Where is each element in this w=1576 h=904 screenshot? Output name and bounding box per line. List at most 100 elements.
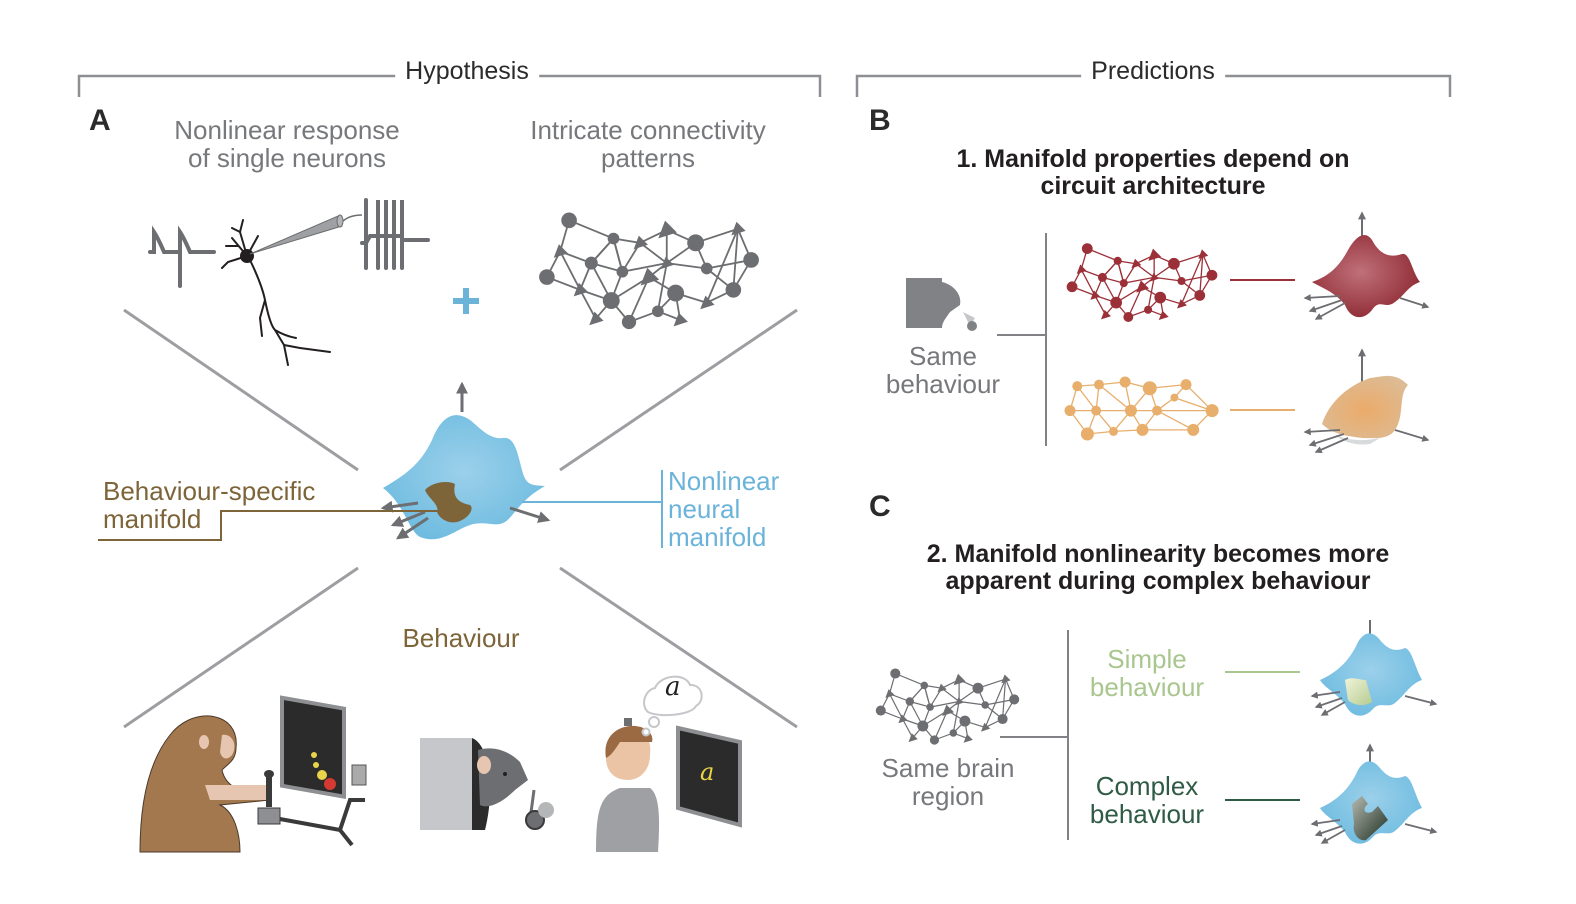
network-node-triangle bbox=[981, 722, 991, 732]
network-node-triangle bbox=[731, 221, 746, 236]
label-line: Simple bbox=[1107, 644, 1187, 674]
orange-manifold bbox=[1303, 348, 1430, 453]
network-edge bbox=[559, 250, 581, 291]
network-node-circle bbox=[929, 735, 940, 745]
network-node-circle bbox=[607, 232, 620, 245]
network-node-triangle bbox=[963, 733, 973, 743]
network-edge bbox=[895, 672, 925, 686]
network-node-circle bbox=[1119, 279, 1128, 288]
network-node-circle bbox=[1205, 404, 1219, 418]
network-edge bbox=[1147, 277, 1155, 310]
label-line: Nonlinear response bbox=[174, 115, 400, 145]
network-node-circle bbox=[997, 713, 1008, 725]
label-line: behaviour bbox=[1089, 672, 1205, 703]
network-edge bbox=[705, 228, 739, 304]
screen-letter: a bbox=[700, 758, 715, 786]
network-node-triangle bbox=[942, 704, 955, 717]
panel-b-tree-lines bbox=[997, 233, 1295, 446]
nonlinear-manifold-callout-line bbox=[522, 470, 663, 548]
network-edge bbox=[1076, 385, 1097, 411]
network-node-circle bbox=[652, 305, 664, 318]
network-node-circle bbox=[1142, 381, 1157, 396]
network-edge bbox=[639, 242, 668, 264]
network-node-triangle bbox=[1150, 272, 1160, 282]
network-node-circle bbox=[1094, 379, 1104, 390]
network-node-circle bbox=[667, 284, 685, 302]
network-node-circle bbox=[616, 265, 629, 278]
network-node-circle bbox=[1113, 256, 1122, 265]
label-line: Behaviour-specific bbox=[103, 476, 316, 506]
network-node-circle bbox=[621, 314, 637, 330]
monkey-task-illustration bbox=[139, 695, 367, 853]
network-node-circle bbox=[687, 234, 705, 252]
network-edge bbox=[1174, 396, 1213, 412]
network-node-circle bbox=[926, 703, 934, 711]
network-node-triangle bbox=[633, 235, 648, 250]
title-line: 1. Manifold properties depend on bbox=[956, 145, 1350, 173]
label-line: behaviour bbox=[1089, 799, 1205, 830]
title-line: 2. Manifold nonlinearity becomes more bbox=[926, 540, 1390, 568]
network-node-triangle bbox=[573, 282, 588, 297]
behaviour-label: Behaviour bbox=[402, 623, 520, 653]
network-node-circle bbox=[1180, 379, 1192, 391]
network-node-circle bbox=[905, 697, 914, 706]
label-line: of single neurons bbox=[187, 143, 387, 174]
network-node-triangle bbox=[885, 689, 895, 698]
network-edge bbox=[628, 276, 650, 323]
network-edge bbox=[1154, 276, 1182, 282]
electrode-icon bbox=[249, 214, 363, 255]
plus-icon bbox=[453, 288, 479, 314]
network-node-triangle bbox=[553, 244, 568, 258]
network-node-circle bbox=[959, 715, 971, 727]
network-node-circle bbox=[1144, 305, 1153, 314]
network-edge bbox=[929, 700, 960, 708]
panel-label-c: C bbox=[869, 490, 891, 523]
prediction-2-title: 2. Manifold nonlinearity becomes more ap… bbox=[927, 541, 1390, 595]
network-node-circle bbox=[1081, 243, 1093, 255]
network-edge bbox=[1002, 679, 1007, 720]
network-node-circle bbox=[602, 292, 620, 310]
network-edge bbox=[579, 289, 597, 320]
network-edge bbox=[959, 700, 986, 706]
network-edge bbox=[568, 219, 614, 240]
network-node-circle bbox=[1206, 269, 1218, 281]
label-line: behaviour bbox=[885, 369, 1001, 400]
behaviour-specific-callout-line bbox=[98, 510, 441, 541]
network-edge bbox=[1135, 263, 1155, 278]
network-node-circle bbox=[725, 282, 742, 298]
network-edge bbox=[1098, 384, 1132, 412]
network-node-circle bbox=[1066, 281, 1078, 293]
network-node-circle bbox=[1072, 381, 1083, 392]
network-node-triangle bbox=[1198, 249, 1209, 259]
label-line: neural bbox=[668, 494, 741, 525]
network-edge bbox=[622, 262, 667, 273]
network-node-triangle bbox=[1001, 674, 1011, 684]
network-edge bbox=[656, 262, 668, 312]
network-node-triangle bbox=[937, 683, 947, 693]
connectivity-network-gray bbox=[539, 212, 759, 330]
label-line: Nonlinear bbox=[668, 466, 780, 496]
same-brain-region-label: Same brain region bbox=[882, 754, 1015, 810]
network-node-triangle bbox=[700, 295, 715, 310]
complex-behaviour-manifold bbox=[1310, 743, 1438, 844]
prediction-1-title: 1. Manifold properties depend on circuit… bbox=[956, 146, 1349, 200]
network-edge bbox=[952, 701, 960, 734]
network-node-circle bbox=[890, 668, 901, 679]
label-line: Same brain bbox=[881, 753, 1015, 783]
label-line: Same bbox=[909, 341, 977, 371]
title-line: apparent during complex behaviour bbox=[945, 567, 1371, 595]
simple-behaviour-manifold bbox=[1310, 620, 1438, 716]
network-node-circle bbox=[1154, 291, 1167, 304]
network-node-triangle bbox=[908, 733, 918, 743]
spike-train-burst-icon bbox=[360, 198, 430, 270]
network-edge bbox=[1123, 276, 1155, 284]
network-edge bbox=[1156, 410, 1194, 431]
mouse-silhouette-icon bbox=[906, 278, 977, 331]
network-node-circle bbox=[1177, 276, 1186, 286]
network-node-triangle bbox=[589, 311, 604, 326]
connectivity-label: Intricate connectivity patterns bbox=[530, 116, 766, 172]
spike-train-regular-icon bbox=[148, 225, 216, 288]
header-predictions: Predictions bbox=[1081, 58, 1225, 85]
connectivity-network-orange bbox=[1064, 376, 1219, 441]
